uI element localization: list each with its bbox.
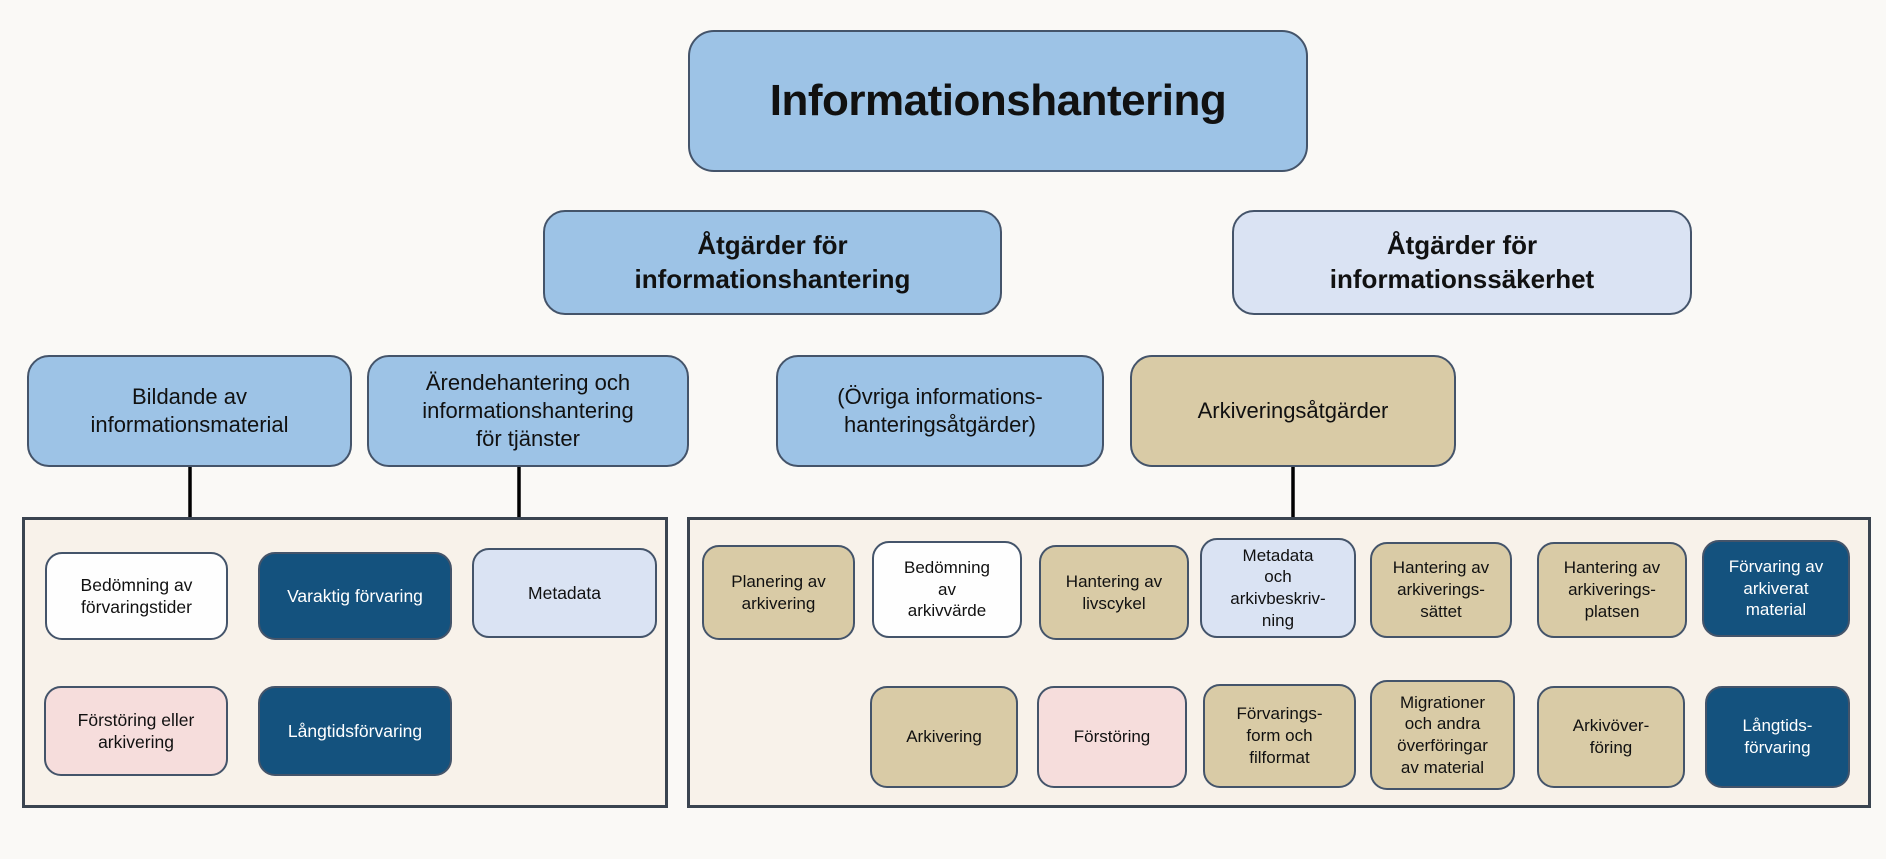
node-arkivoverforing: Arkivöver- föring [1537,686,1685,788]
node-metadata: Metadata [472,548,657,638]
node-forvaringsform-och-filformat: Förvarings- form och filformat [1203,684,1356,788]
node-forvaring-av-arkiverat-material: Förvaring av arkiverat material [1702,540,1850,637]
node-atgarder-for-informationssakerhet: Åtgärder för informationssäkerhet [1232,210,1692,315]
node-migrationer-och-andra-overforingar: Migrationer och andra överföringar av ma… [1370,680,1515,790]
node-hantering-av-arkiveringssattet: Hantering av arkiverings- sättet [1370,542,1512,638]
node-hantering-av-arkiveringsplatsen: Hantering av arkiverings- platsen [1537,542,1687,638]
node-arendehantering-for-tjanster: Ärendehantering och informationshanterin… [367,355,689,467]
node-varaktig-forvaring: Varaktig förvaring [258,552,452,640]
node-forstoring-eller-arkivering: Förstöring eller arkivering [44,686,228,776]
node-ovriga-informationshanteringsatgarder: (Övriga informations- hanteringsåtgärder… [776,355,1104,467]
node-arkiveringsatgarder: Arkiveringsåtgärder [1130,355,1456,467]
node-planering-av-arkivering: Planering av arkivering [702,545,855,640]
node-langtidsforvaring: Långtidsförvaring [258,686,452,776]
node-metadata-och-arkivbeskrivning: Metadata och arkivbeskriv- ning [1200,538,1356,638]
node-bedomning-av-forvaringstider: Bedömning av förvaringstider [45,552,228,640]
node-informationshantering: Informationshantering [688,30,1308,172]
node-arkivering: Arkivering [870,686,1018,788]
node-bildande-av-informationsmaterial: Bildande av informationsmaterial [27,355,352,467]
node-langtids-forvaring: Långtids- förvaring [1705,686,1850,788]
node-forstoring: Förstöring [1037,686,1187,788]
node-atgarder-for-informationshantering: Åtgärder för informationshantering [543,210,1002,315]
node-hantering-av-livscykel: Hantering av livscykel [1039,545,1189,640]
node-bedomning-av-arkivvarde: Bedömning av arkivvärde [872,541,1022,638]
